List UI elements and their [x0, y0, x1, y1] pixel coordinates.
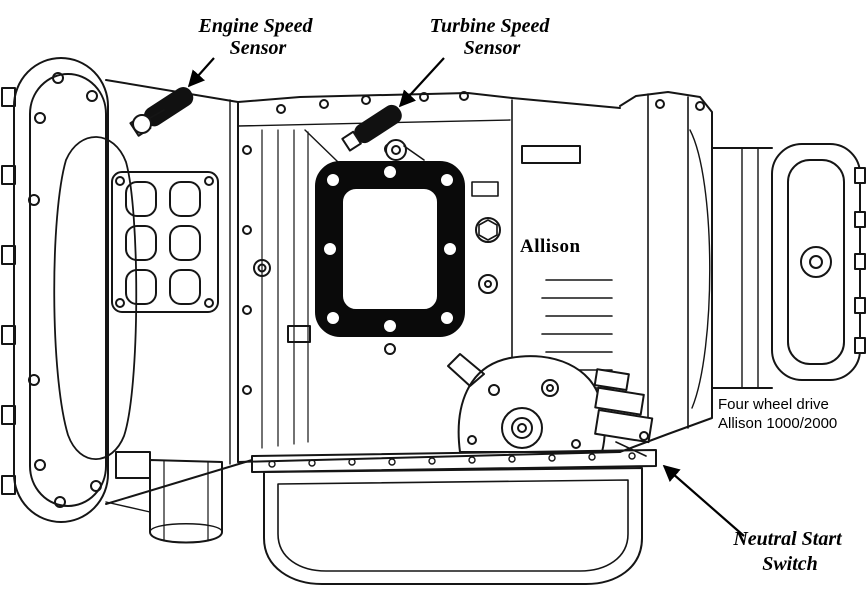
filter-cylinder — [115, 451, 223, 544]
housing-cone — [105, 79, 253, 513]
pto-mounting-pad — [111, 171, 219, 313]
oil-pan — [251, 449, 657, 585]
engine-speed-sensor-part — [129, 87, 194, 137]
bell-housing — [1, 57, 138, 523]
turbine-speed-sensor-label: Turbine Speed Sensor — [430, 15, 555, 59]
turbine-speed-sensor-arrow — [398, 57, 445, 108]
turbine-speed-sensor-part — [341, 104, 425, 161]
rear-housing — [619, 91, 713, 453]
model-caption: Four wheel drive Allison 1000/2000 — [718, 396, 837, 432]
engine-speed-sensor-label: Engine Speed Sensor — [198, 15, 318, 59]
engine-speed-sensor-arrow — [187, 57, 215, 88]
neutral-start-switch-part — [593, 368, 654, 457]
neutral-start-switch-arrow — [662, 464, 745, 537]
selector-housing — [447, 353, 606, 453]
output-flange — [711, 143, 866, 389]
neutral-start-switch-label: Neutral Start Switch — [732, 528, 846, 575]
main-case — [229, 91, 621, 465]
allison-brand-text: Allison — [520, 236, 581, 257]
pto-cover-gasket — [315, 143, 465, 355]
